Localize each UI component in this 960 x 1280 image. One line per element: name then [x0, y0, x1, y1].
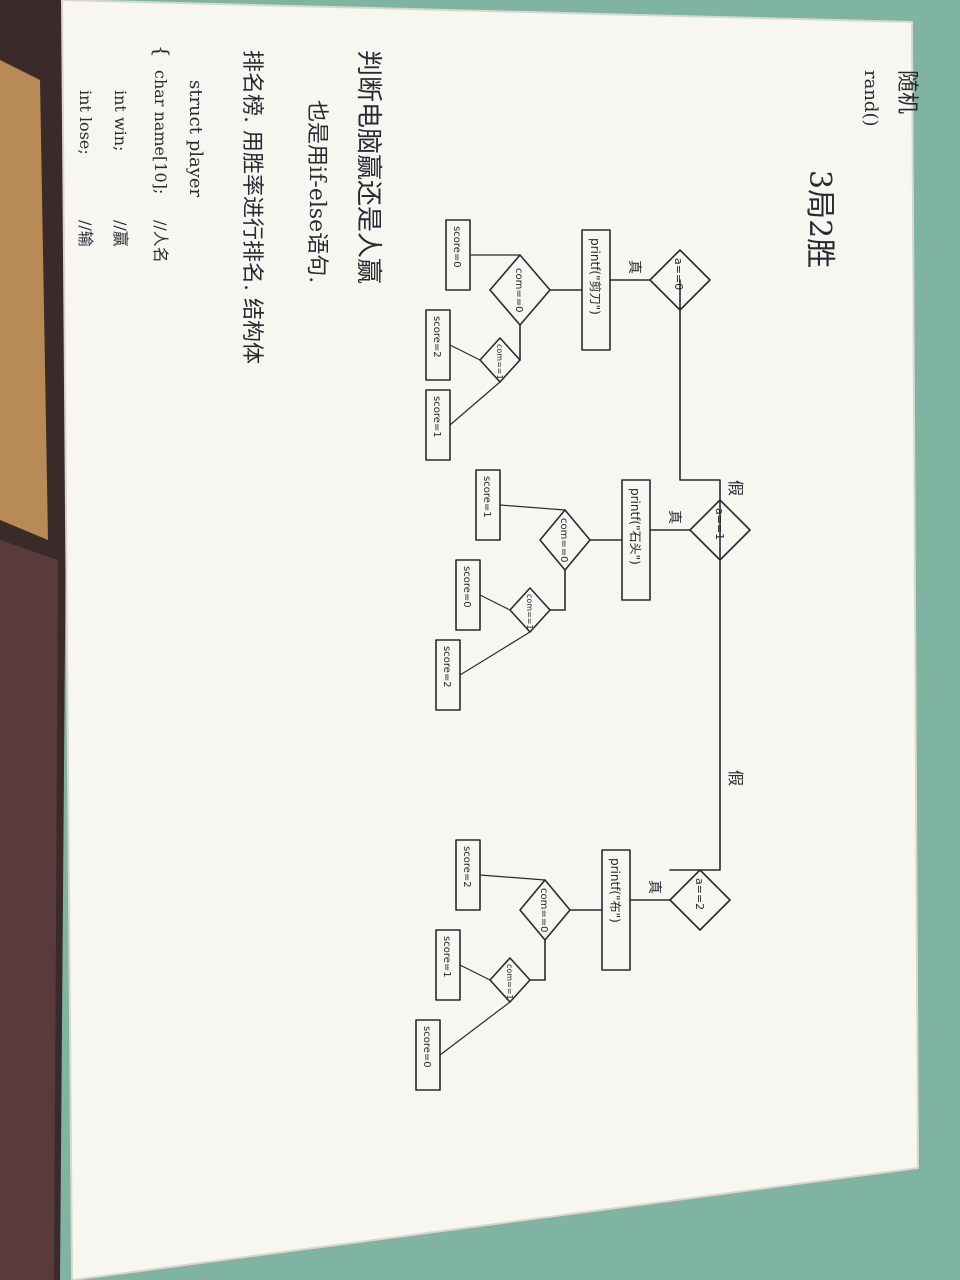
win-comment: //赢 — [111, 220, 130, 247]
link-a1-c2 — [549, 569, 566, 611]
rand-call: rand() — [860, 70, 881, 127]
score-a0-m: score=2 — [431, 316, 442, 358]
cond-a0: a==0 — [672, 258, 685, 290]
score-a1-t: score=1 — [481, 476, 492, 518]
subdecision-a1-com0: com==0 — [539, 509, 591, 571]
score-links-a1 — [459, 504, 566, 676]
cond-a2: a==2 — [693, 878, 706, 910]
paper-border — [60, 0, 920, 1280]
label-false-a1: 假 — [726, 770, 745, 786]
sub-a1-c1: com==0 — [558, 518, 569, 562]
sub-a2-c1: com==0 — [538, 888, 549, 932]
print-a0: printf("剪刀") — [588, 238, 603, 315]
int-win-line: int win; — [111, 90, 130, 151]
print-a1: printf("石头") — [628, 488, 642, 565]
char-line: char name[10]; — [151, 70, 170, 194]
label-false-a0: 假 — [726, 480, 745, 496]
score-a2-t: score=2 — [461, 846, 472, 888]
link-a2-c2 — [529, 939, 546, 981]
print-a2: printf("布") — [608, 858, 622, 923]
score-a0-f: score=1 — [431, 396, 442, 438]
bag-edge — [0, 540, 58, 1280]
main-spine — [669, 279, 721, 871]
score-links-a2 — [439, 874, 546, 1056]
label-true-a1: 真 — [666, 510, 682, 524]
subdecision-a2-com0: com==0 — [519, 879, 571, 941]
also-use-line: 也是用if-else语句. — [304, 100, 329, 283]
score-a1-m: score=0 — [461, 566, 472, 608]
score-a2-f: score=0 — [421, 1026, 432, 1068]
cond-a1: a==1 — [713, 508, 726, 540]
rotated-notes: 3局2胜 随机 rand() a==0 a==1 a==2 真 真 真 假 假 — [76, 45, 919, 1091]
sub-a1-c2: com==1 — [525, 594, 534, 630]
ranking-line: 排名榜. 用胜率进行排名. 结构体 — [239, 50, 264, 364]
label-true-a0: 真 — [626, 260, 642, 274]
title-text: 3局2胜 — [802, 170, 837, 268]
random-label: 随机 — [894, 70, 919, 114]
sub-a0-c2: com==1 — [495, 344, 504, 380]
score-a0-t: score=0 — [451, 226, 462, 268]
int-lose-line: int lose; — [76, 90, 95, 155]
sub-a2-c2: com==1 — [505, 964, 514, 1000]
brace: { — [150, 45, 174, 58]
label-true-a2: 真 — [646, 880, 662, 894]
struct-line: struct player — [185, 80, 206, 198]
char-comment: //人名 — [151, 220, 170, 263]
score-links-a0 — [449, 254, 521, 426]
lose-comment: //输 — [76, 220, 95, 247]
score-a2-m: score=1 — [441, 936, 452, 978]
judge-line: 判断电脑赢还是人赢 — [353, 50, 383, 284]
book-edge — [0, 60, 48, 540]
paper-sheet — [62, 0, 918, 1280]
subdecision-a0-com0: com==0 — [489, 254, 551, 326]
sub-a0-c1: com==0 — [513, 268, 524, 312]
score-a1-f: score=2 — [441, 646, 452, 688]
